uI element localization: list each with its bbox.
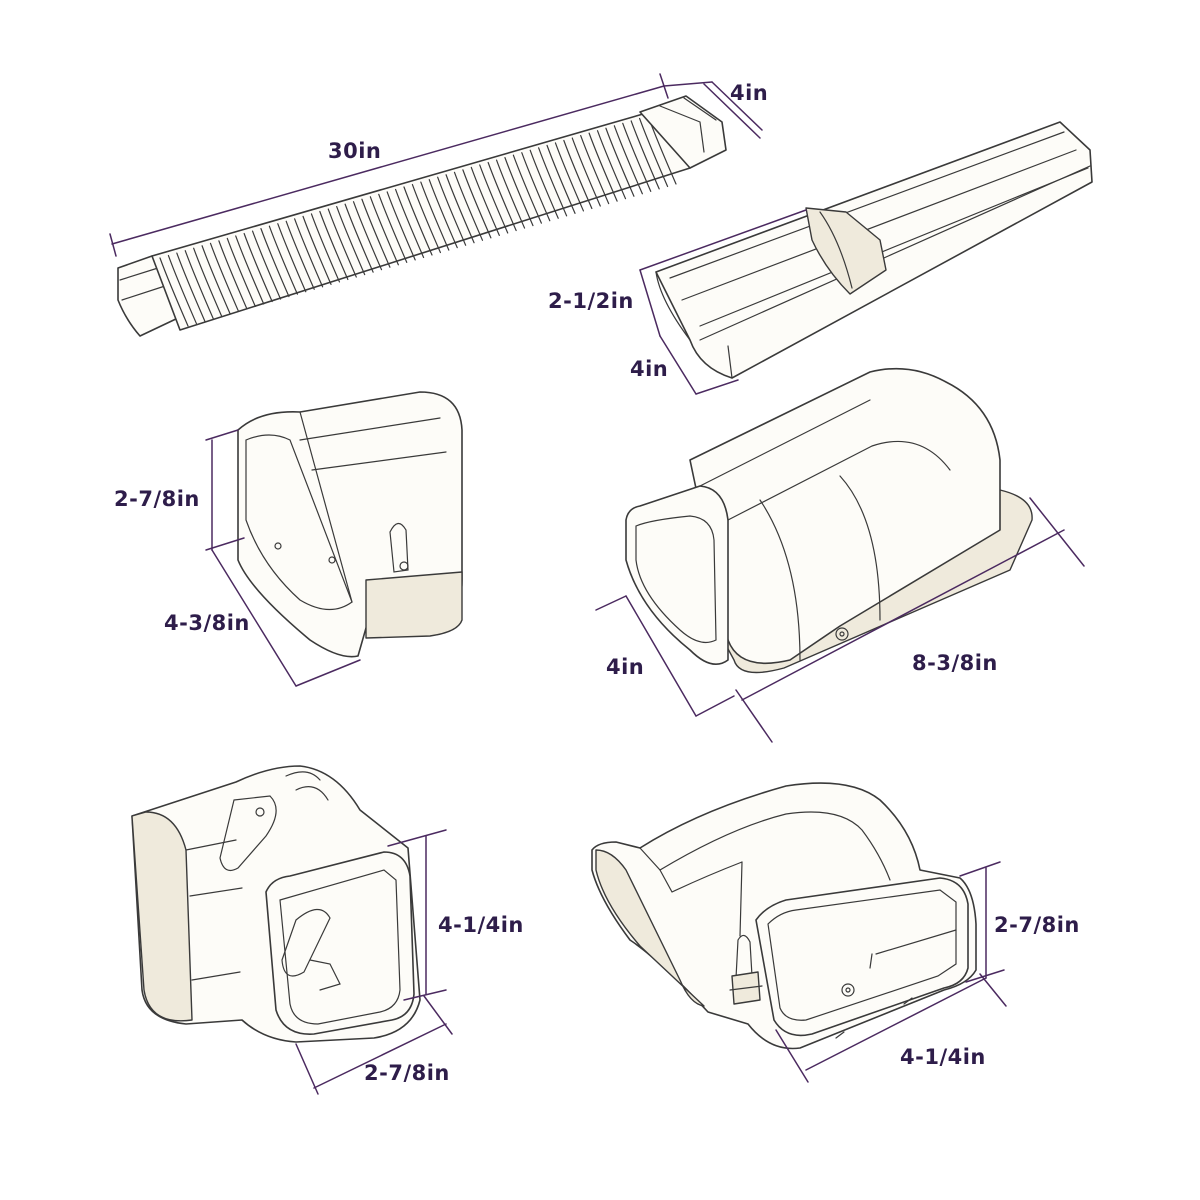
bellows-rib — [327, 208, 357, 278]
bellows-rib — [453, 171, 484, 241]
bellows-rib — [209, 242, 240, 312]
bellows-rib — [596, 130, 627, 200]
bellows-rib — [369, 196, 399, 266]
bellows-rib — [512, 154, 542, 224]
bellows-rib — [479, 164, 509, 234]
bellows-rib — [630, 120, 660, 190]
bellows-rib — [294, 218, 324, 288]
bellows-rib — [201, 245, 231, 315]
bellows-rib — [504, 157, 534, 227]
bellows-rib — [538, 147, 568, 217]
coupler-length-dimension: 4-3/8in — [164, 549, 361, 687]
wall-cover-width-dimension: 4in — [595, 595, 735, 717]
bellows-rib — [622, 122, 652, 192]
bellows-rib — [176, 252, 206, 322]
bellows-rib — [428, 179, 458, 249]
bellows-rib — [420, 181, 450, 251]
flexible-duct-width-dimension: 4in — [663, 81, 768, 139]
bellows-rib — [580, 134, 610, 205]
flexible-duct-part — [117, 95, 727, 337]
bellows-rib — [571, 137, 601, 207]
coupler-part — [237, 391, 463, 658]
bellows-rib — [260, 228, 290, 298]
bellows-rib — [546, 144, 576, 214]
bellows-rib — [445, 174, 475, 244]
vertical-elbow-width-dimension: 2-7/8in — [295, 995, 453, 1095]
straight-duct-height-dimension: 2-1/2in — [548, 209, 807, 337]
vertical-elbow-part — [131, 765, 421, 1043]
bellows-ribs — [159, 115, 677, 327]
straight-duct-height-label: 2-1/2in — [548, 289, 634, 313]
bellows-rib — [563, 139, 593, 210]
bellows-rib — [352, 201, 383, 271]
coupler-length-label: 4-3/8in — [164, 611, 250, 635]
bellows-rib — [277, 223, 307, 293]
vertical-elbow-height-dimension: 4-1/4in — [387, 829, 524, 1001]
flexible-duct-length-label: 30in — [328, 139, 381, 163]
bellows-rib — [361, 198, 391, 268]
bellows-rib — [319, 210, 349, 281]
flat-elbow-height-label: 2-7/8in — [994, 913, 1080, 937]
bellows-rib — [378, 193, 408, 263]
bellows-rib — [588, 132, 618, 202]
straight-duct-width-dimension: 4in — [630, 335, 739, 395]
coupler-height-label: 2-7/8in — [114, 487, 200, 511]
bellows-rib — [193, 247, 223, 317]
straight-duct-part — [655, 121, 1093, 379]
bellows-rib — [184, 250, 214, 320]
wall-cover-length-dimension: 8-3/8in — [735, 497, 1085, 743]
bellows-rib — [302, 215, 332, 285]
wall-cover-part — [625, 367, 1033, 674]
bellows-rib — [487, 161, 517, 232]
bellows-rib — [285, 220, 315, 290]
bellows-rib — [554, 142, 585, 212]
bellows-rib — [218, 240, 248, 310]
flat-elbow-length-dimension: 4-1/4in — [775, 973, 1007, 1083]
bellows-rib — [386, 191, 416, 261]
bellows-rib — [403, 186, 433, 256]
bellows-rib — [411, 183, 442, 254]
coupler-height-dimension: 2-7/8in — [114, 429, 245, 551]
bellows-rib — [159, 257, 189, 327]
bellows-rib — [462, 169, 492, 239]
bellows-rib — [529, 149, 559, 219]
bellows-rib — [437, 176, 467, 246]
bellows-rib — [394, 188, 425, 259]
bellows-rib — [521, 152, 551, 222]
bellows-rib — [167, 254, 198, 325]
flat-elbow-part — [591, 782, 977, 1050]
flat-elbow-length-label: 4-1/4in — [900, 1045, 986, 1069]
vertical-elbow-height-label: 4-1/4in — [438, 913, 524, 937]
bellows-rib — [336, 205, 366, 276]
bellows-rib — [226, 237, 256, 308]
bellows-rib — [470, 166, 500, 237]
bellows-rib — [613, 125, 643, 195]
straight-duct-width-label: 4in — [630, 357, 668, 381]
bellows-rib — [268, 225, 298, 295]
flat-elbow-height-dimension: 2-7/8in — [959, 861, 1080, 983]
bellows-rib — [605, 127, 635, 197]
bellows-rib — [235, 235, 265, 305]
bellows-rib — [344, 203, 374, 273]
bellows-rib — [310, 213, 341, 283]
bellows-rib — [251, 230, 282, 300]
bellows-rib — [243, 232, 273, 303]
vertical-elbow-width-label: 2-7/8in — [364, 1061, 450, 1085]
wall-cover-length-label: 8-3/8in — [912, 651, 998, 675]
flexible-duct-width-label: 4in — [730, 81, 768, 105]
bellows-rib — [495, 159, 526, 229]
bellows-rib — [638, 117, 669, 188]
wall-cover-width-label: 4in — [606, 655, 644, 679]
